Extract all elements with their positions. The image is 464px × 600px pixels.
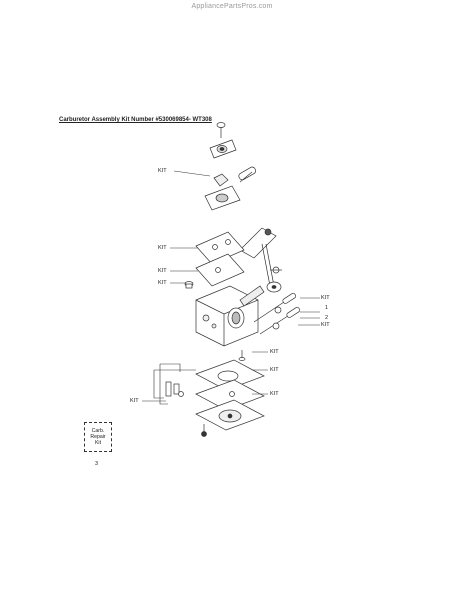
diagram-title: Carburetor Assembly Kit Number #53006985… bbox=[59, 117, 212, 123]
bottom-cover bbox=[195, 399, 265, 431]
repair-kit-line-2: Repair bbox=[90, 434, 106, 440]
leader-lines bbox=[142, 170, 320, 402]
left-bracket bbox=[153, 363, 196, 405]
callout-item-1: 1 bbox=[325, 305, 329, 311]
callout-kit-needle-valve: KIT bbox=[158, 280, 167, 286]
bottom-screw bbox=[201, 424, 207, 437]
callout-kit-left-screws: KIT bbox=[130, 398, 139, 404]
repair-kit-line-3: Kit bbox=[94, 440, 102, 446]
needle-valve-part bbox=[184, 281, 194, 289]
bottom-small-screw bbox=[238, 350, 246, 361]
callout-kit-right-top: KIT bbox=[321, 295, 330, 301]
upper-gasket bbox=[195, 231, 245, 265]
watermark: AppliancePartsPros.com bbox=[191, 3, 273, 10]
callout-kit-middle-gasket: KIT bbox=[158, 268, 167, 274]
lower-gasket bbox=[195, 379, 265, 411]
left-screws bbox=[165, 381, 184, 397]
callout-kit-upper-gasket: KIT bbox=[158, 245, 167, 251]
top-screw bbox=[216, 122, 226, 138]
pump-cover bbox=[209, 139, 237, 159]
repair-kit-line-1: Carb. bbox=[91, 428, 105, 434]
adjusting-screws bbox=[253, 292, 301, 335]
callout-kit-top: KIT bbox=[158, 168, 167, 174]
pump-diaphragm bbox=[204, 173, 241, 211]
callout-kit-diaphragm: KIT bbox=[270, 367, 279, 373]
middle-gasket bbox=[195, 253, 245, 287]
fuel-fitting bbox=[238, 166, 257, 183]
callout-kit-right-lower: KIT bbox=[321, 322, 330, 328]
carburetor-body bbox=[195, 285, 265, 347]
metering-diaphragm bbox=[195, 359, 265, 391]
callout-kit-body-lower: KIT bbox=[270, 349, 279, 355]
carb-repair-kit-box: Carb. Repair Kit bbox=[84, 422, 112, 452]
throttle-lever bbox=[239, 227, 282, 293]
callout-kit-lower-gasket: KIT bbox=[270, 391, 279, 397]
repair-kit-number: 3 bbox=[95, 461, 99, 467]
callout-item-2: 2 bbox=[325, 315, 329, 321]
